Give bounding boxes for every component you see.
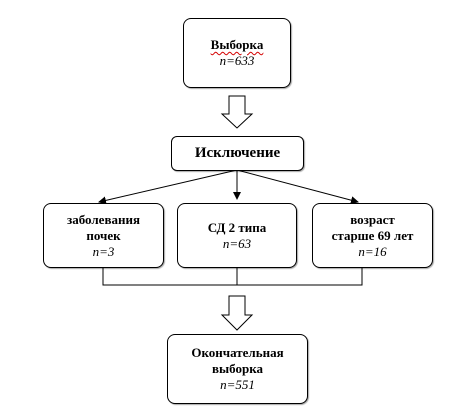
sample-box: Выборка n=633 xyxy=(183,18,291,88)
criterion-age-box: возраст старше 69 лет n=16 xyxy=(312,203,433,268)
criterion-kidney-line2: почек xyxy=(86,227,121,243)
criterion-age-line1: возраст xyxy=(350,211,395,227)
exclusion-title: Исключение xyxy=(194,145,281,161)
block-arrow-down-1 xyxy=(220,95,254,129)
sample-count: n=633 xyxy=(219,53,255,68)
criterion-age-line2: старше 69 лет xyxy=(331,227,414,243)
final-sample-count: n=551 xyxy=(220,377,255,392)
criterion-diabetes-count: n=63 xyxy=(222,235,252,251)
block-arrow-down-2 xyxy=(220,295,254,331)
bottom-bracket xyxy=(102,268,363,286)
final-sample-box: Окончательная выборка n=551 xyxy=(167,334,308,404)
exclusion-box: Исключение xyxy=(171,136,304,171)
criterion-diabetes-box: СД 2 типа n=63 xyxy=(177,203,297,268)
final-sample-line1: Окончательная xyxy=(191,345,284,360)
arrow-to-age xyxy=(236,169,359,205)
criterion-age-count: n=16 xyxy=(358,243,387,259)
criterion-kidney-count: n=3 xyxy=(92,243,115,259)
criterion-diabetes-line1: СД 2 типа xyxy=(207,219,267,235)
criterion-kidney-line1: заболевания xyxy=(67,211,140,227)
final-sample-line2: выборка xyxy=(211,361,264,376)
arrow-to-kidney xyxy=(98,169,238,205)
criterion-kidney-box: заболевания почек n=3 xyxy=(43,203,164,268)
sample-title: Выборка xyxy=(210,37,264,52)
